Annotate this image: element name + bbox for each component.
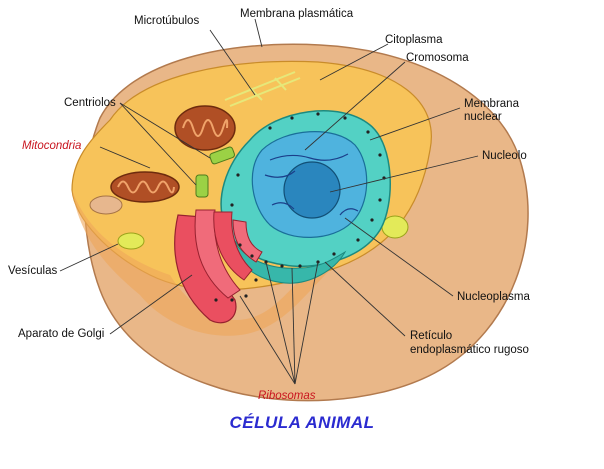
label-membrana-nuclear-2: nuclear xyxy=(464,111,502,123)
label-membrana-nuclear-1: Membrana xyxy=(464,98,519,110)
mitochondrion-left xyxy=(110,171,180,203)
label-citoplasma: Citoplasma xyxy=(385,34,443,46)
label-centriolos: Centriolos xyxy=(64,97,116,109)
ribosomes xyxy=(214,112,386,302)
cytoplasm-cut-face xyxy=(72,190,330,336)
golgi-apparatus xyxy=(174,209,263,324)
label-mitocondria: Mitocondria xyxy=(22,140,82,152)
label-vesiculas: Vesículas xyxy=(8,265,58,277)
label-cromosoma: Cromosoma xyxy=(406,52,469,64)
label-reticulo-1: Retículo xyxy=(410,330,453,342)
lysosome xyxy=(89,195,123,215)
label-ribosomas: Ribosomas xyxy=(258,390,316,402)
label-aparato-golgi: Aparato de Golgi xyxy=(18,328,105,340)
diagram-title: CÉLULA ANIMAL xyxy=(229,413,375,432)
label-reticulo-2: endoplasmático rugoso xyxy=(410,344,529,356)
mitochondrion-top xyxy=(174,105,236,151)
rough-er xyxy=(227,229,347,284)
chromosome xyxy=(264,153,359,216)
centrioles xyxy=(195,146,235,198)
vesicle xyxy=(117,232,145,250)
nucleolus xyxy=(283,161,341,219)
label-nucleoplasma: Nucleoplasma xyxy=(457,291,530,303)
label-microtubulos: Microtúbulos xyxy=(134,15,200,27)
leader-lines xyxy=(59,18,479,385)
label-membrana-plasmatica: Membrana plasmática xyxy=(240,8,354,20)
vesicle xyxy=(381,215,409,239)
label-nucleolo: Nucleolo xyxy=(482,150,527,162)
